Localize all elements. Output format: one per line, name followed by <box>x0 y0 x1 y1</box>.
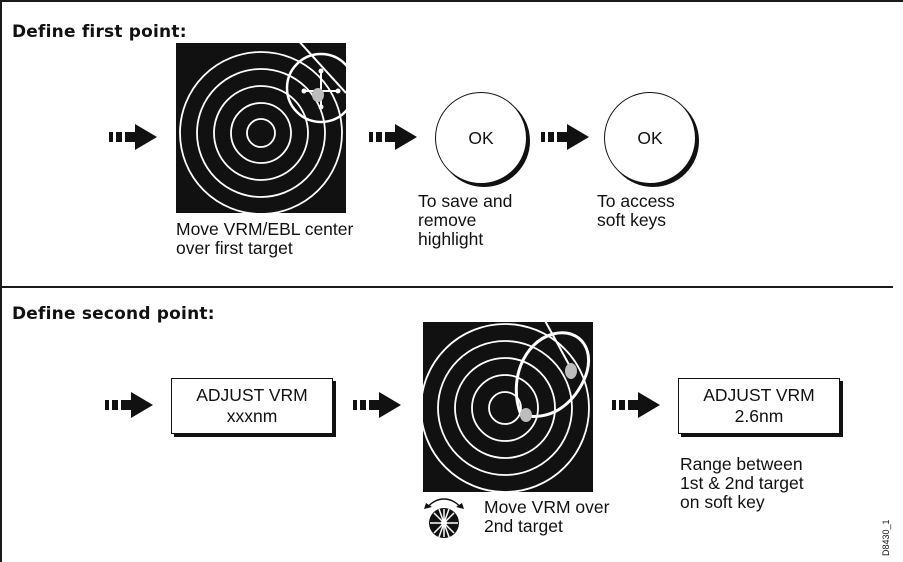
process-arrow-icon <box>612 392 660 418</box>
radar-display-2 <box>423 322 593 492</box>
vrm-box-value: xxxnm <box>226 406 278 426</box>
process-arrow-icon <box>353 392 401 418</box>
ok-button[interactable]: OK <box>435 92 527 184</box>
ok-button[interactable]: OK <box>604 92 696 184</box>
process-arrow-icon <box>541 124 589 150</box>
process-arrow-icon <box>109 124 157 150</box>
vrm-box-value: 2.6nm <box>734 406 784 426</box>
ok2-caption: To access soft keys <box>597 191 675 230</box>
panel1-title: Define first point: <box>12 22 187 42</box>
ok1-caption: To save and remove highlight <box>418 191 513 249</box>
adjust-vrm-box: ADJUST VRM xxxnm <box>171 378 333 434</box>
vrm-box2-caption: Range between 1st & 2nd target on soft k… <box>680 454 804 512</box>
figure-id: D8430_1 <box>881 519 891 556</box>
left-border <box>0 0 2 562</box>
vrm-box-label: ADJUST VRM <box>196 385 308 405</box>
adjust-vrm-box: ADJUST VRM 2.6nm <box>678 378 840 434</box>
process-arrow-icon <box>369 124 417 150</box>
section-divider <box>0 286 893 288</box>
ok-button-label: OK <box>637 127 663 148</box>
process-arrow-icon <box>105 392 153 418</box>
rotary-knob-icon <box>424 498 464 538</box>
top-border <box>0 0 903 2</box>
radar-display-1 <box>176 43 346 213</box>
vrm-box-label: ADJUST VRM <box>703 385 815 405</box>
radar1-caption: Move VRM/EBL center over first target <box>176 219 354 258</box>
radar2-caption: Move VRM over 2nd target <box>484 497 610 536</box>
ok-button-label: OK <box>468 127 494 148</box>
panel2-title: Define second point: <box>12 304 215 324</box>
